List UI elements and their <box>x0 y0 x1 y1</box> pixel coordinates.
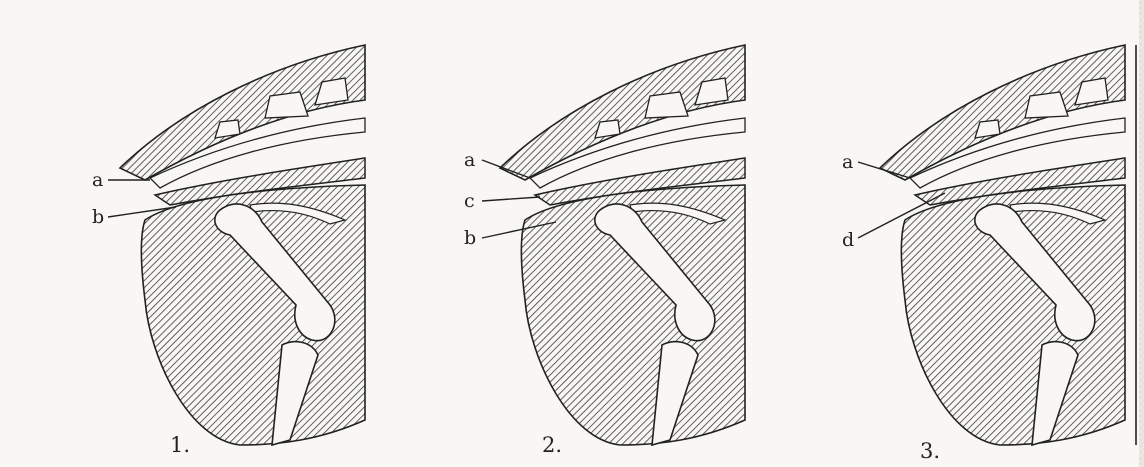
label-d: d <box>842 229 854 251</box>
panel-2: a c b 2. <box>375 0 759 467</box>
label-a: a <box>92 169 103 191</box>
label-b: b <box>464 227 476 249</box>
label-c: c <box>464 190 475 212</box>
panel-1: a b 1. <box>0 0 379 467</box>
label-a: a <box>464 149 475 171</box>
panel-number: 2. <box>542 433 562 457</box>
panel-3: a d 3. <box>755 0 1139 467</box>
panel-number: 3. <box>920 439 940 463</box>
panel-number: 1. <box>170 433 190 457</box>
label-a: a <box>842 151 853 173</box>
label-b: b <box>92 206 104 228</box>
